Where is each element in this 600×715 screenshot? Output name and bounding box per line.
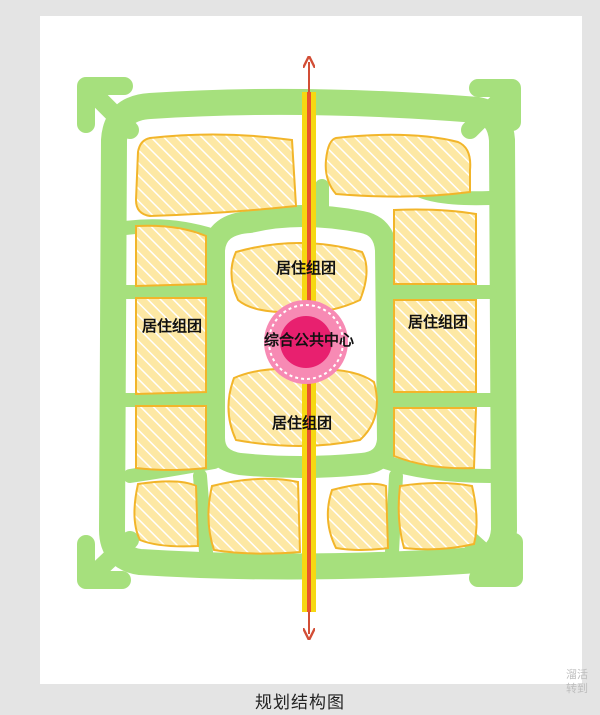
outer-green-belt <box>99 88 517 580</box>
parcel <box>230 242 368 314</box>
parcel <box>397 482 478 551</box>
parcel <box>393 208 477 285</box>
watermark-line-2: 转到 <box>566 682 588 695</box>
parcel <box>326 482 390 551</box>
parcel <box>135 405 207 471</box>
parcel <box>133 480 200 548</box>
label-residential-bottom: 居住组团 <box>272 414 332 432</box>
label-residential-left: 居住组团 <box>142 317 202 335</box>
inner-green-belt <box>203 205 399 478</box>
watermark-line-1: 溜活 <box>566 668 588 681</box>
parcel <box>207 477 302 555</box>
parcel <box>135 297 207 396</box>
watermark: 溜活 转到 <box>566 668 588 696</box>
parcel <box>134 133 298 218</box>
parcel <box>324 133 472 198</box>
parcel <box>393 299 477 393</box>
parcel <box>135 224 207 288</box>
diagram-title: 规划结构图 <box>255 693 345 713</box>
parcel <box>393 407 478 470</box>
label-public-center: 综合公共中心 <box>264 331 354 349</box>
label-residential-top: 居住组团 <box>276 259 336 277</box>
public-center <box>264 300 348 384</box>
residential-parcels <box>133 133 478 555</box>
label-residential-right: 居住组团 <box>408 313 468 331</box>
planning-structure-diagram: 居住组团 居住组团 居住组团 居住组团 综合公共中心 <box>77 0 523 690</box>
